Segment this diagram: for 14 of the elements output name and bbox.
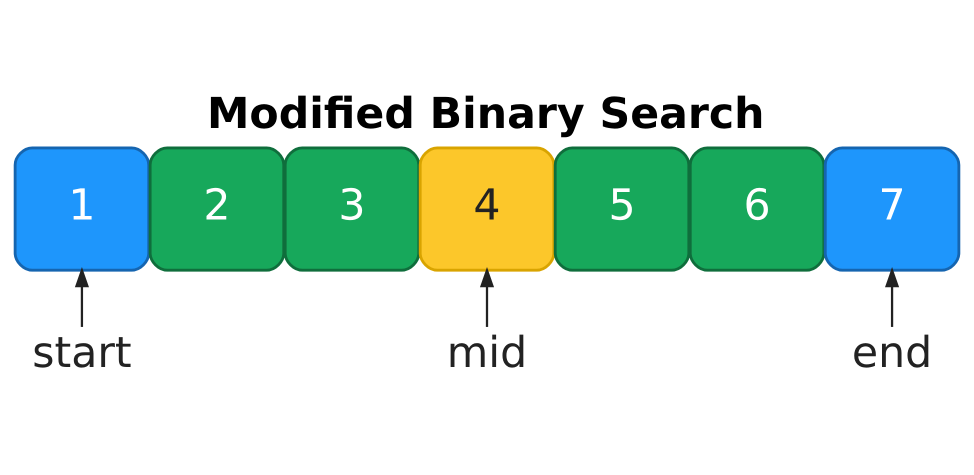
arrow <box>480 267 494 327</box>
node-text: start <box>32 328 132 378</box>
node-box: 4 <box>418 146 556 272</box>
node-text: mid <box>446 328 528 378</box>
arrow <box>885 267 900 327</box>
node-box: 7 <box>824 146 960 272</box>
node-box: 3 <box>284 146 420 272</box>
arrow <box>74 267 89 327</box>
node-box: 6 <box>688 146 826 272</box>
node-box: 1 <box>14 146 150 272</box>
node-box: 2 <box>148 146 286 272</box>
node-box: 5 <box>554 146 690 272</box>
diagram-title: Modified Binary Search <box>207 89 765 140</box>
node-text: end <box>852 328 932 378</box>
